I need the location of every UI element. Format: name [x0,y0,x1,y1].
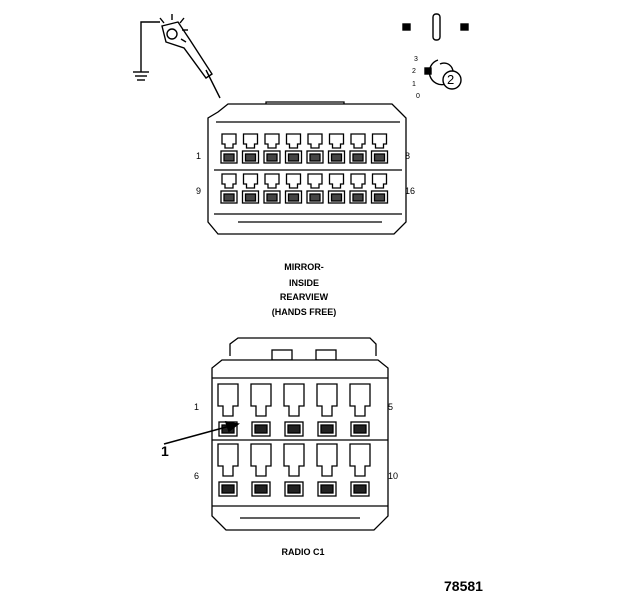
mirror-pin-1-label: 1 [196,151,202,161]
lock-scale-1: 1 [412,81,416,88]
mirror-pin-9-label: 9 [196,186,202,196]
radio-pin-6-label: 6 [194,471,200,481]
radio-cavity-4 [316,383,338,437]
mirror-cavity-6 [327,133,346,164]
radio-title: RADIO C1 [281,547,325,557]
radio-c1-connector [211,337,389,531]
mirror-cavity-3 [263,133,281,164]
radio-cavity-7 [250,443,272,497]
callout-arrow [163,420,240,445]
mirror-cavity-4 [284,133,303,164]
mirror-title-line-3: REARVIEW [279,292,329,302]
radio-cavity-9 [316,443,338,497]
mirror-title-line-1: MIRROR- [284,262,324,272]
mirror-cavity-16 [370,173,389,204]
lock-scale-3: 3 [414,56,418,63]
mirror-cavity-5 [306,133,324,164]
radio-cavity-8 [283,443,305,497]
radio-cavity-3 [283,383,305,437]
mirror-cavity-2 [241,133,260,164]
radio-cavity-5 [349,383,371,437]
mirror-title-line-2: INSIDE [288,278,319,288]
mirror-cavity-8 [370,133,389,164]
mirror-cavity-14 [327,173,346,204]
mirror-cavity-10 [241,173,260,204]
test-probe-icon [133,14,221,99]
lock-badge: 2 [447,72,455,87]
radio-cavity-2 [250,383,272,437]
radio-pin-5-label: 5 [388,402,394,412]
connector-lock-icon [402,13,469,90]
mirror-cavity-13 [306,173,324,204]
mirror-pin-16-label: 16 [405,186,416,196]
mirror-cavity-7 [349,133,367,164]
mirror-title-line-4: (HANDS FREE) [271,307,337,317]
mirror-connector [207,101,407,235]
mirror-pin-8-label: 8 [405,151,411,161]
mirror-cavity-12 [284,173,303,204]
radio-pin-1-label: 1 [194,402,200,412]
mirror-cavity-9 [220,173,238,204]
lock-scale-0: 0 [416,93,420,100]
figure-number: 78581 [444,578,483,594]
callout-label: 1 [161,443,169,459]
radio-pin-10-label: 10 [388,471,399,481]
radio-cavity-6 [217,443,239,497]
mirror-cavity-1 [220,133,238,164]
lock-scale-2: 2 [412,68,416,75]
radio-cavity-10 [349,443,371,497]
mirror-cavity-15 [349,173,367,204]
mirror-cavity-11 [263,173,281,204]
